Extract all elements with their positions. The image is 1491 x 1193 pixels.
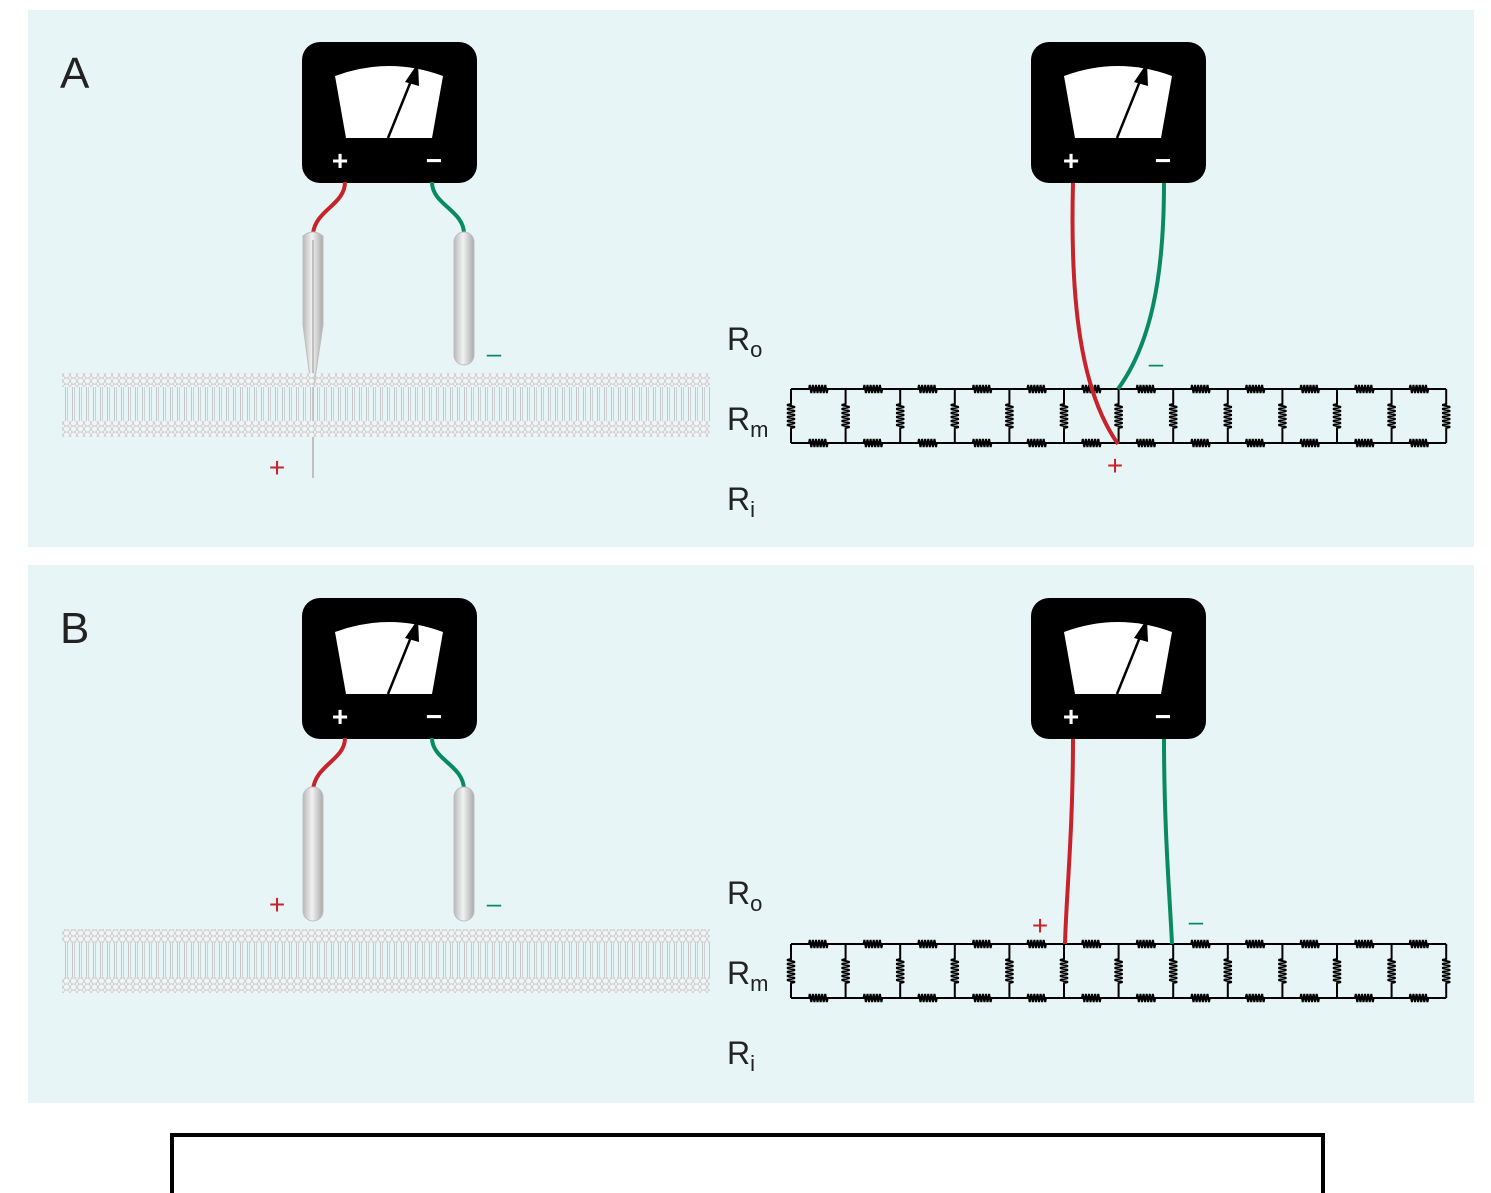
r-outside-label: Ro [727, 875, 762, 916]
meter-minus-label: − [1155, 145, 1171, 176]
positive-lead [1070, 182, 1120, 446]
panel-b: B + − + – Ro Rm Ri [28, 565, 1474, 1103]
meter-minus-label: − [1155, 701, 1171, 732]
electrode-icon [453, 231, 475, 366]
resistor-ladder-circuit [786, 384, 1451, 448]
r-inside-label: Ri [727, 481, 755, 522]
voltmeter-icon: + − [1031, 42, 1206, 183]
meter-plus-label: + [332, 145, 348, 176]
membrane-plus-label: + [269, 889, 285, 920]
negative-lead [430, 737, 466, 791]
r-inside-label: Ri [727, 1035, 755, 1076]
panel-b-label: B [60, 604, 89, 653]
negative-lead [1162, 738, 1174, 945]
positive-lead [311, 181, 347, 235]
panel-a-background [28, 10, 1474, 547]
voltmeter-icon: + − [1031, 598, 1206, 739]
meter-minus-label: − [426, 701, 442, 732]
negative-lead [430, 181, 466, 235]
resistor-icon [786, 939, 1451, 1003]
resistor-icon [786, 384, 1451, 448]
meter-plus-label: + [1063, 701, 1079, 732]
lipid-bilayer-icon [62, 929, 710, 993]
circuit-minus-label: – [1149, 348, 1164, 378]
circuit-minus-label: – [1189, 906, 1204, 936]
voltmeter-icon: + − [302, 42, 477, 183]
membrane-plus-label: + [269, 452, 285, 483]
panel-b-background [28, 565, 1474, 1103]
circuit-plus-label: + [1032, 910, 1048, 941]
resistance-labels: Ro Rm Ri [727, 875, 768, 1076]
voltmeter-icon: + − [302, 598, 477, 739]
meter-minus-label: − [426, 145, 442, 176]
panel-a-label: A [60, 49, 90, 98]
resistance-labels: Ro Rm Ri [727, 321, 768, 522]
circuit-plus-label: + [1107, 450, 1123, 481]
membrane-minus-label: – [487, 338, 502, 368]
r-membrane-label: Rm [727, 401, 768, 442]
r-membrane-label: Rm [727, 955, 768, 996]
panel-a: A + − + – Ro [28, 10, 1474, 547]
membrane-minus-label: – [487, 888, 502, 918]
caption-box [170, 1133, 1325, 1193]
positive-lead [1063, 738, 1075, 945]
negative-lead [1116, 182, 1166, 391]
electrode-icon [453, 786, 475, 922]
lipid-bilayer-icon [62, 373, 710, 437]
electrode-icon [302, 786, 324, 922]
r-outside-label: Ro [727, 321, 762, 362]
resistor-ladder-circuit [786, 939, 1451, 1003]
meter-plus-label: + [332, 701, 348, 732]
meter-plus-label: + [1063, 145, 1079, 176]
positive-lead [311, 737, 347, 791]
